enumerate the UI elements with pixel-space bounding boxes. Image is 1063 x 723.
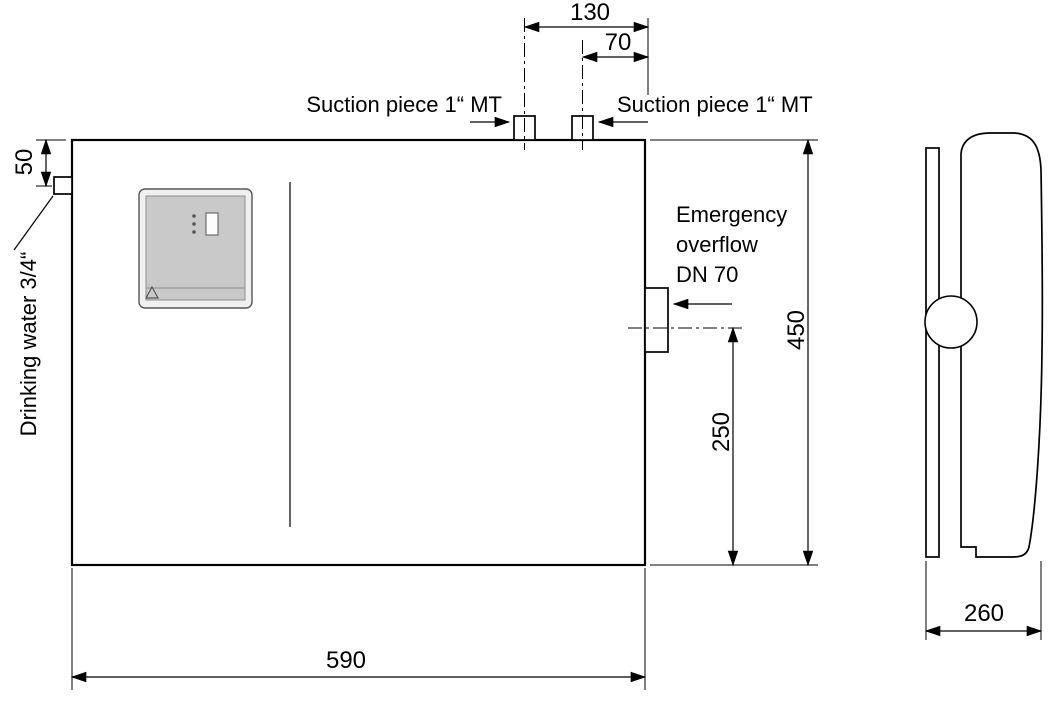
side-view	[924, 132, 1044, 558]
drinking-water-leader	[13, 195, 54, 251]
dim-590: 590	[70, 568, 647, 690]
label-drinking-water: Drinking water 3/4“	[16, 252, 41, 437]
display-window	[205, 212, 219, 236]
led-indicator	[192, 230, 196, 234]
label-overflow-line2: overflow	[676, 232, 758, 257]
label-overflow-line1: Emergency	[676, 202, 787, 227]
dim-130: 130	[523, 0, 650, 95]
dim-260-value: 260	[964, 600, 1004, 627]
led-indicator	[192, 214, 196, 218]
control-panel-face	[145, 195, 246, 301]
drinking-water-stub	[53, 176, 73, 195]
dim-50: 50	[11, 138, 66, 188]
dimensions: 130 70 50 450 250	[11, 0, 1043, 690]
led-indicator	[192, 222, 196, 226]
cover-profile	[960, 132, 1044, 558]
mounting-plate	[925, 147, 940, 558]
label-overflow: Emergency overflow DN 70	[676, 202, 787, 287]
dim-50-value: 50	[11, 149, 38, 176]
label-suction-right: Suction piece 1“ MT	[617, 92, 813, 117]
front-view	[13, 18, 742, 567]
label-suction-left: Suction piece 1“ MT	[306, 92, 502, 117]
label-overflow-line3: DN 70	[676, 262, 738, 287]
dim-450: 450	[650, 138, 818, 567]
dim-450-value: 450	[783, 310, 810, 350]
control-panel	[138, 188, 253, 309]
dim-260: 260	[924, 561, 1043, 640]
overflow-stub	[644, 287, 669, 353]
dim-70-value: 70	[605, 29, 632, 56]
dim-130-value: 130	[570, 0, 610, 26]
warning-triangle-icon	[144, 285, 160, 299]
dim-590-value: 590	[326, 647, 366, 674]
dim-250-value: 250	[708, 412, 735, 452]
knockout-circle	[924, 295, 978, 349]
labels: Suction piece 1“ MT Suction piece 1“ MT …	[16, 92, 813, 436]
dim-250: 250	[708, 326, 739, 567]
dim-70: 70	[581, 29, 650, 63]
